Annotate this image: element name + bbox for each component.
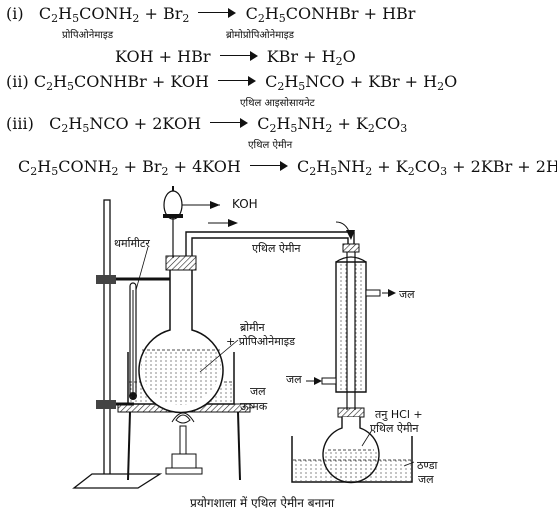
- dropping-funnel: [163, 186, 220, 258]
- product-bromopropionamide: C2H5CONHBr + HBr: [245, 4, 416, 25]
- reaction-arrow: [219, 51, 258, 61]
- label-hcl: तनु HCl +: [375, 408, 423, 421]
- delivery-tube: [185, 219, 355, 256]
- name-bromopropionamide: ब्रोमोप्रोपिओनेमाइड: [226, 30, 295, 41]
- ice-bath: [291, 436, 415, 483]
- equation-number: (ii): [6, 72, 29, 91]
- label-ethylamine-top: एथिल ऐमीन: [252, 242, 301, 255]
- label-cold: ठण्डा: [417, 459, 438, 472]
- label-heater: ऊष्मक: [240, 400, 268, 413]
- reaction-arrow: [198, 8, 237, 18]
- label-water-in: जल: [286, 373, 302, 386]
- name-propionamide: प्रोपिओनेमाइड: [62, 30, 114, 41]
- equation-number: (i): [6, 4, 24, 23]
- equation-2: (ii) C2H5CONHBr + KOH C2H5NCO + KBr + H2…: [6, 72, 458, 93]
- label-ethylamine-flask: एथिल ऐमीन: [370, 422, 419, 435]
- reactant-bromine: + Br2: [144, 4, 190, 25]
- equation-1b: KOH + HBr KBr + H2O: [115, 47, 356, 68]
- reaction-arrow: [218, 76, 256, 86]
- reaction-arrow: [249, 161, 288, 171]
- name-ethyl-isocyanate: एथिल आइसोसायनेट: [240, 98, 315, 109]
- burner: [165, 412, 203, 475]
- overall-equation: C2H5CONH2 + Br2 + 4KOH C2H5NH2 + K2CO3 +…: [18, 157, 557, 178]
- label-koh: KOH: [232, 197, 258, 211]
- equation-1: (i) C2H5CONH2 + Br2 C2H5CONHBr + HBr: [6, 4, 416, 25]
- equation-3: (iii) C2H5NCO + 2KOH C2H5NH2 + K2CO3: [6, 114, 408, 135]
- label-cold-water: जल: [418, 473, 434, 486]
- reactant-propionamide: C2H5CONH2: [38, 4, 140, 25]
- diagram-caption: प्रयोगशाला में एथिल ऐमीन बनाना: [190, 496, 335, 510]
- condenser: [306, 243, 396, 418]
- retort-stand: [72, 199, 180, 489]
- reaction-arrow: [210, 118, 249, 128]
- equation-number: (iii): [6, 114, 34, 133]
- reaction-flask: [138, 255, 239, 414]
- label-water-out: जल: [399, 288, 415, 301]
- label-propionamide: + प्रोपिओनेमाइड: [226, 335, 295, 348]
- label-bath-water: जल: [250, 385, 266, 398]
- label-thermometer: थर्मामीटर: [114, 237, 150, 250]
- name-ethylamine: एथिल ऐमीन: [248, 140, 293, 151]
- label-bromine: ब्रोमीन: [240, 321, 265, 334]
